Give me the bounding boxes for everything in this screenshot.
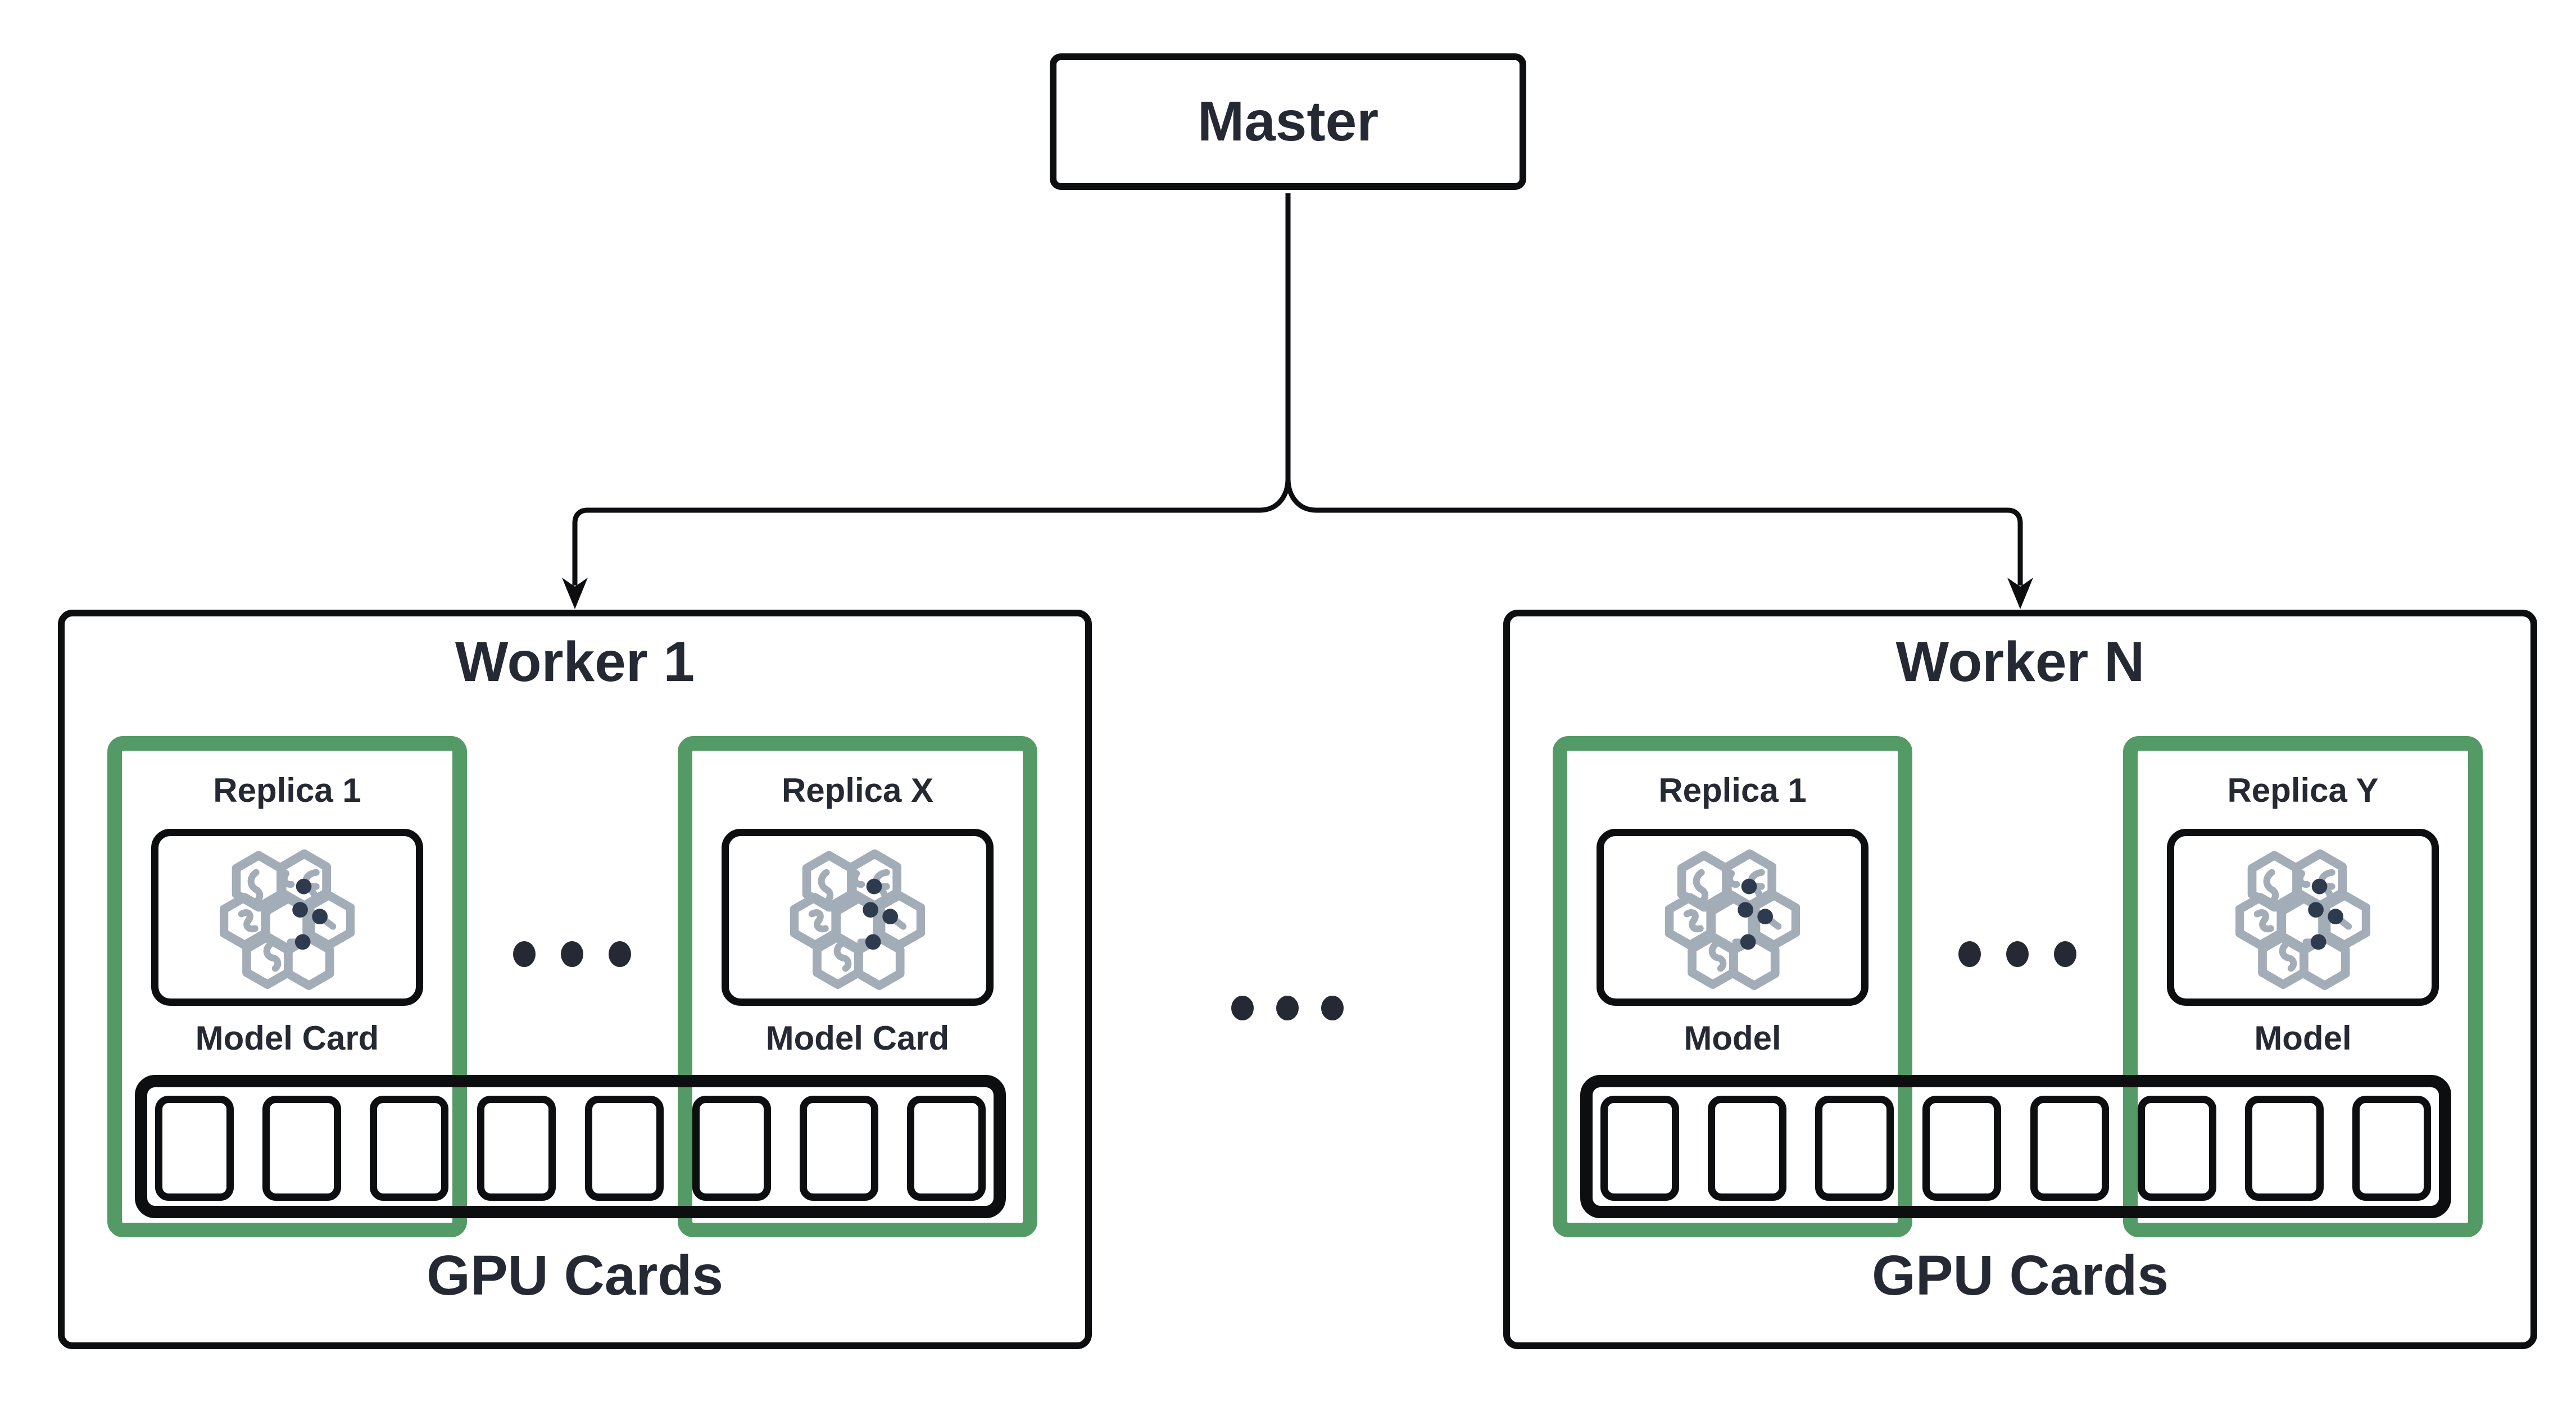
model-label: Model xyxy=(1684,1019,1781,1057)
model-label: Model Card xyxy=(765,1019,950,1057)
gpu-card-slot xyxy=(1600,1096,1679,1201)
replica-label: Replica 1 xyxy=(1658,771,1807,809)
replica-frame: Replica 1 xyxy=(107,736,467,1237)
brain-circuit-icon xyxy=(1665,842,1800,993)
arrowhead-icon xyxy=(2007,578,2033,609)
worker-ellipsis-dots xyxy=(1231,996,1344,1020)
worker-1-node: Worker 1 Replica 1 Replica X Model Card … xyxy=(58,610,1092,1349)
gpu-card-slot xyxy=(799,1096,878,1201)
brain-circuit-icon xyxy=(790,842,925,993)
gpu-card-row xyxy=(1593,1096,2439,1201)
gpu-card-slot xyxy=(1922,1096,2002,1201)
replica-ellipsis-dots xyxy=(513,941,631,967)
gpu-card-slot xyxy=(584,1096,664,1201)
replica-frame: Replica Y xyxy=(2123,736,2483,1237)
arrowhead-icon xyxy=(562,578,588,609)
brain-circuit-icon xyxy=(2235,842,2370,993)
gpu-card-slot xyxy=(477,1096,556,1201)
dot-icon xyxy=(1276,996,1299,1020)
gpu-card-slot xyxy=(370,1096,449,1201)
gpu-cards-label: GPU Cards xyxy=(1872,1244,2169,1307)
model-label: Model xyxy=(2254,1019,2352,1057)
gpu-cards-label: GPU Cards xyxy=(427,1244,723,1307)
gpu-strip-border xyxy=(1580,1075,2451,1218)
dot-icon xyxy=(2054,941,2076,967)
gpu-card-slot xyxy=(1815,1096,1894,1201)
model-card-box xyxy=(151,829,423,1006)
gpu-card-row xyxy=(147,1096,994,1201)
dot-icon xyxy=(1231,996,1254,1020)
gpu-card-slot xyxy=(2030,1096,2109,1201)
gpu-card-slot xyxy=(155,1096,234,1201)
model-card-box xyxy=(2167,829,2439,1006)
replica-ellipsis-dots xyxy=(1958,941,2076,967)
gpu-card-slot xyxy=(2352,1096,2431,1201)
gpu-card-slot xyxy=(262,1096,342,1201)
worker-1-title: Worker 1 xyxy=(455,630,695,693)
worker-n-node: Worker N Replica 1 Replica Y Model Model… xyxy=(1503,610,2537,1349)
replica-frame: Replica X xyxy=(678,736,1037,1237)
dot-icon xyxy=(513,941,536,967)
dot-icon xyxy=(1958,941,1981,967)
model-card-box xyxy=(722,829,994,1006)
dot-icon xyxy=(609,941,631,967)
replica-label: Replica 1 xyxy=(213,771,361,809)
gpu-card-slot xyxy=(906,1096,986,1201)
brain-circuit-icon xyxy=(220,842,355,993)
gpu-card-slot xyxy=(2244,1096,2324,1201)
replica-label: Replica X xyxy=(781,771,934,809)
replica-frame: Replica 1 xyxy=(1553,736,1912,1237)
model-card-box xyxy=(1597,829,1868,1006)
gpu-card-slot xyxy=(1708,1096,1787,1201)
dot-icon xyxy=(561,941,583,967)
replica-label: Replica Y xyxy=(2227,771,2379,809)
gpu-card-slot xyxy=(2137,1096,2216,1201)
dot-icon xyxy=(1321,996,1344,1020)
gpu-strip-border xyxy=(135,1075,1006,1218)
worker-n-title: Worker N xyxy=(1895,630,2145,693)
master-label: Master xyxy=(1197,90,1379,153)
gpu-card-slot xyxy=(692,1096,771,1201)
dot-icon xyxy=(2006,941,2029,967)
master-node: Master xyxy=(1050,53,1526,190)
model-label: Model Card xyxy=(195,1019,379,1057)
